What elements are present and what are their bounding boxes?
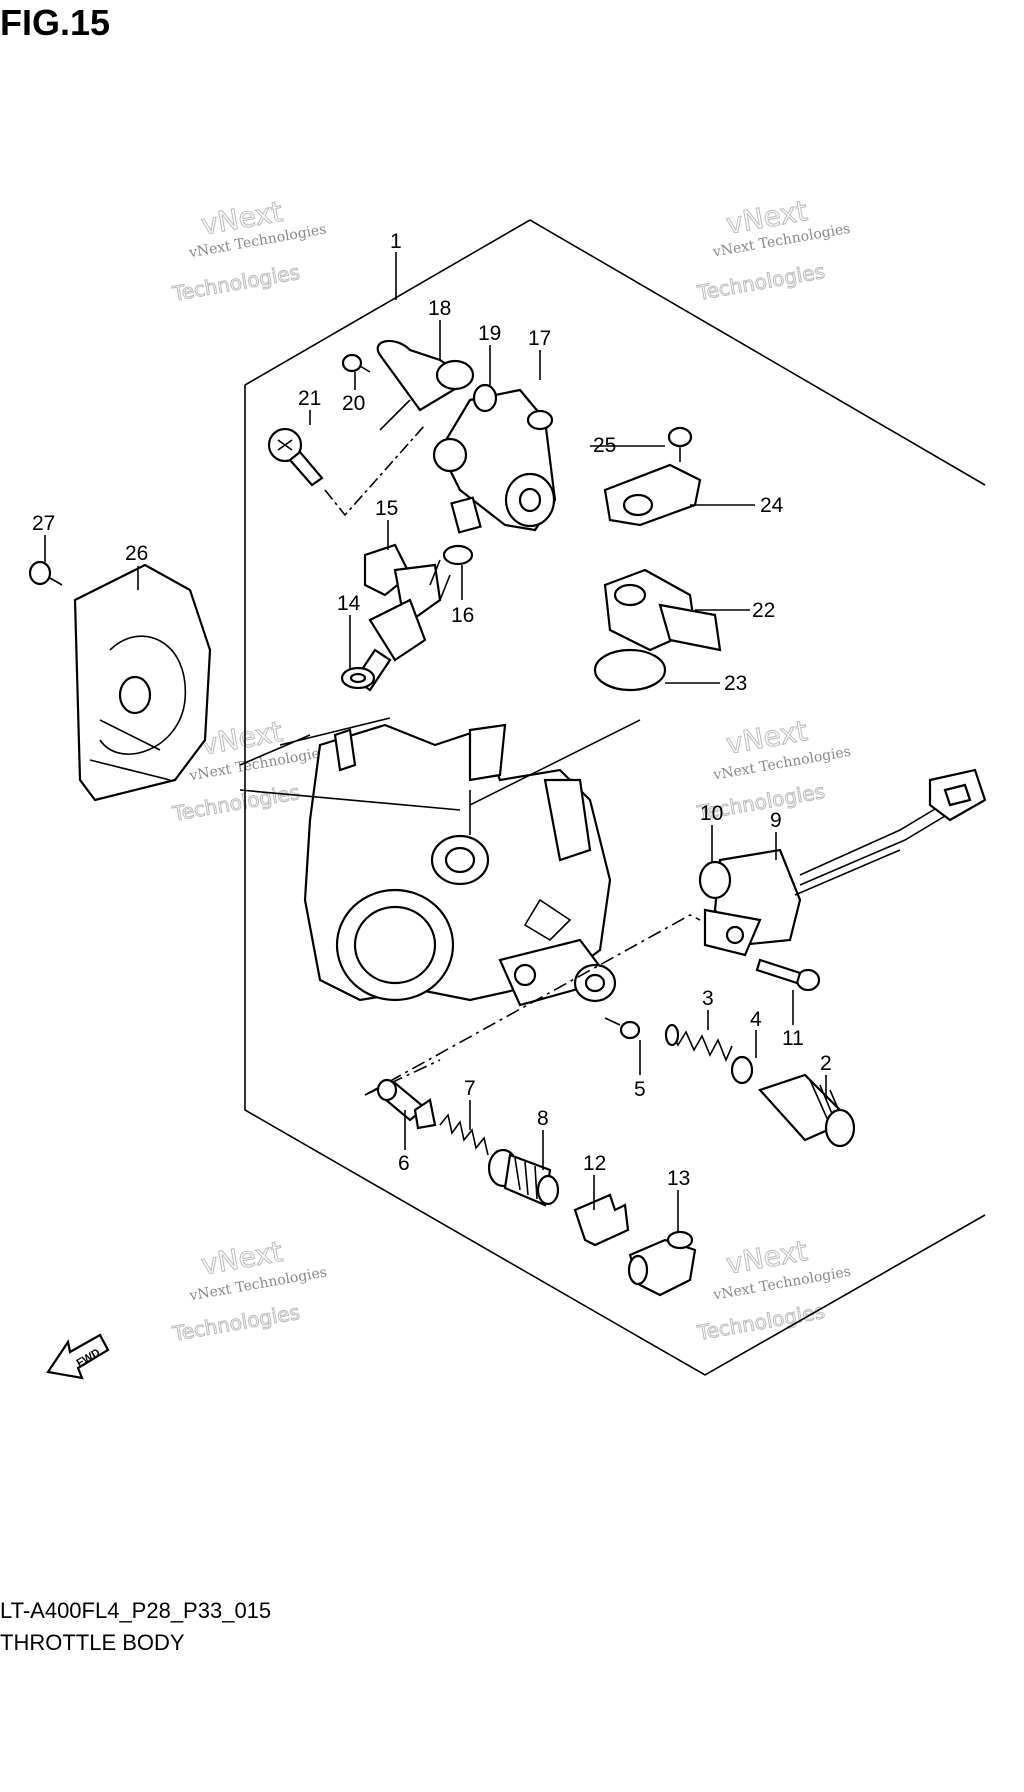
watermark-bottom-right: vNext Technologies vNext Technologies <box>694 1234 852 1346</box>
plug-21 <box>267 427 324 487</box>
assembly-boundary <box>244 219 986 1376</box>
screw-27 <box>28 560 63 586</box>
svg-text:Technologies: Technologies <box>170 260 302 306</box>
watermark-top-right: vNext Technologies vNext Technologies <box>694 194 851 306</box>
callout-27: 27 <box>32 512 55 535</box>
callout-16: 16 <box>451 604 474 627</box>
callout-18: 18 <box>428 297 451 320</box>
o-ring-19 <box>472 383 498 413</box>
throttle-position-sensor-9 <box>703 768 987 957</box>
screw-20 <box>341 353 371 373</box>
callout-9: 9 <box>770 809 782 832</box>
bracket-24 <box>603 463 702 527</box>
callout-17: 17 <box>528 327 551 350</box>
valve-6 <box>376 1078 437 1130</box>
callout-15: 15 <box>375 497 398 520</box>
callout-10: 10 <box>700 802 723 825</box>
callout-7: 7 <box>464 1077 476 1100</box>
svg-text:Technologies: Technologies <box>695 1299 827 1345</box>
screw-25 <box>667 426 693 462</box>
callout-leaders <box>137 320 827 1232</box>
o-ring-4 <box>730 1055 754 1085</box>
o-ring-10 <box>698 860 732 900</box>
leader-14-26-body <box>239 717 461 811</box>
callout-12: 12 <box>583 1152 606 1175</box>
joint-13 <box>627 1230 697 1297</box>
callout-11: 11 <box>782 1027 804 1050</box>
callout-24: 24 <box>760 494 784 517</box>
model-code: LT-A400FL4_P28_P33_015 <box>0 1598 272 1623</box>
callout-3: 3 <box>702 987 714 1010</box>
callout-4: 4 <box>750 1008 762 1031</box>
figure-title: FIG.15 <box>0 2 111 43</box>
o-ring-16 <box>442 544 474 566</box>
fuel-delivery-pipe <box>376 339 557 534</box>
svg-text:Technologies: Technologies <box>170 1300 302 1346</box>
screw-11 <box>755 958 821 992</box>
cover-26 <box>73 563 212 802</box>
watermark-bottom-left: vNext Technologies vNext Technologies <box>169 1234 328 1346</box>
callout-20: 20 <box>342 392 365 415</box>
injector-15 <box>353 543 451 692</box>
spring-7 <box>439 1113 489 1156</box>
figure-description: THROTTLE BODY <box>0 1630 185 1655</box>
callout-26: 26 <box>125 542 148 565</box>
adjust-screw-2 <box>758 1073 856 1148</box>
fwd-arrow: FWD <box>46 1333 110 1380</box>
callout-2: 2 <box>820 1052 832 1075</box>
callout-19: 19 <box>478 322 501 345</box>
callout-8: 8 <box>537 1107 549 1130</box>
sensor-22 <box>603 568 722 652</box>
callout-22: 22 <box>752 599 775 622</box>
hose-12 <box>573 1193 630 1247</box>
callout-23: 23 <box>724 672 747 695</box>
svg-text:Technologies: Technologies <box>695 259 827 305</box>
watermark-top-left: vNext Technologies vNext Technologies <box>169 194 327 306</box>
callout-5: 5 <box>634 1078 646 1101</box>
leader-22-23-body <box>469 719 641 835</box>
o-ring-23 <box>593 648 667 692</box>
valve-8 <box>487 1148 560 1207</box>
leader-21-dash <box>324 424 426 517</box>
screw-5 <box>604 1017 641 1040</box>
callout-21: 21 <box>298 387 321 410</box>
throttle-body-main <box>303 723 617 1007</box>
callout-13: 13 <box>667 1167 690 1190</box>
svg-text:Technologies: Technologies <box>170 780 302 826</box>
callout-25: 25 <box>593 434 616 457</box>
callout-6: 6 <box>398 1152 410 1175</box>
callout-14: 14 <box>337 592 361 615</box>
spring-3 <box>664 1023 733 1063</box>
callout-1: 1 <box>390 230 402 253</box>
